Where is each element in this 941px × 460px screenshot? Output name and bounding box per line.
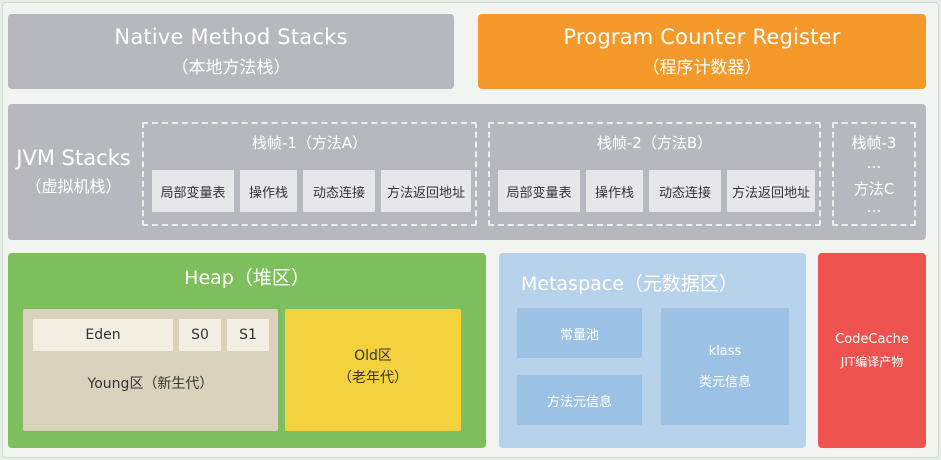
stack-frame-3-title: 栈帧-3	[851, 134, 897, 152]
stack-frame-3: 栈帧-3 … 方法C …	[832, 122, 916, 226]
jvm-stacks-title: JVM Stacks	[16, 146, 131, 170]
constant-pool: 常量池	[517, 308, 642, 358]
jvm-stacks-subtitle: （虚拟机栈）	[25, 177, 122, 196]
stack-frame-1: 栈帧-1（方法A） 局部变量表 操作栈 动态连接 方法返回地址	[142, 122, 477, 226]
klass-subtitle: 类元信息	[698, 374, 751, 390]
young-generation: Eden S0 S1 Young区（新生代）	[23, 309, 278, 431]
survivor-s1: S1	[227, 319, 269, 351]
ellipsis-bottom: …	[866, 198, 882, 216]
metaspace-block: Metaspace（元数据区） 常量池 方法元信息 klass 类元信息	[499, 253, 806, 448]
heap-title: Heap（堆区）	[184, 267, 310, 289]
operand-stack: 操作栈	[586, 170, 643, 212]
old-generation-subtitle: （老年代）	[338, 370, 408, 386]
native-method-stacks-block: Native Method Stacks （本地方法栈）	[8, 14, 454, 89]
klass-label: klass	[708, 343, 742, 359]
return-address: 方法返回地址	[727, 170, 815, 212]
old-generation: Old区 （老年代）	[285, 309, 461, 431]
jvm-stacks-block: JVM Stacks （虚拟机栈） 栈帧-1（方法A） 局部变量表 操作栈 动态…	[8, 104, 926, 240]
codecache-subtitle: JIT编译产物	[840, 354, 904, 369]
dynamic-linking: 动态连接	[303, 170, 375, 212]
pcr-title: Program Counter Register	[563, 25, 841, 49]
stack-frame-title: 栈帧-1（方法A）	[251, 134, 368, 152]
survivor-s0: S0	[179, 319, 221, 351]
local-variable-table: 局部变量表	[498, 170, 580, 212]
jvm-stacks-label: JVM Stacks （虚拟机栈）	[11, 146, 136, 197]
young-generation-label: Young区（新生代）	[87, 376, 214, 392]
metaspace-title: Metaspace（元数据区）	[521, 273, 738, 295]
eden-space: Eden	[33, 319, 173, 351]
pcr-subtitle: （程序计数器）	[642, 58, 762, 78]
native-method-stacks-title: Native Method Stacks	[114, 25, 348, 49]
method-metadata: 方法元信息	[517, 375, 642, 425]
operand-stack: 操作栈	[240, 170, 297, 212]
ellipsis-top: …	[866, 154, 882, 172]
old-generation-label: Old区 （老年代）	[285, 345, 461, 389]
native-method-stacks-subtitle: （本地方法栈）	[171, 58, 291, 78]
codecache-title: CodeCache	[835, 331, 909, 347]
codecache-block: CodeCache JIT编译产物	[818, 253, 926, 448]
local-variable-table: 局部变量表	[152, 170, 234, 212]
heap-block: Heap（堆区） Eden S0 S1 Young区（新生代） Old区 （老年…	[8, 253, 486, 448]
program-counter-register-block: Program Counter Register （程序计数器）	[478, 14, 926, 89]
dynamic-linking: 动态连接	[649, 170, 721, 212]
klass-block: klass 类元信息	[661, 308, 789, 425]
old-generation-title: Old区	[354, 348, 392, 364]
stack-frame-3-method: 方法C	[853, 180, 895, 198]
return-address: 方法返回地址	[381, 170, 471, 212]
stack-frame-title: 栈帧-2（方法B）	[596, 134, 713, 152]
stack-frame-2: 栈帧-2（方法B） 局部变量表 操作栈 动态连接 方法返回地址	[488, 122, 821, 226]
